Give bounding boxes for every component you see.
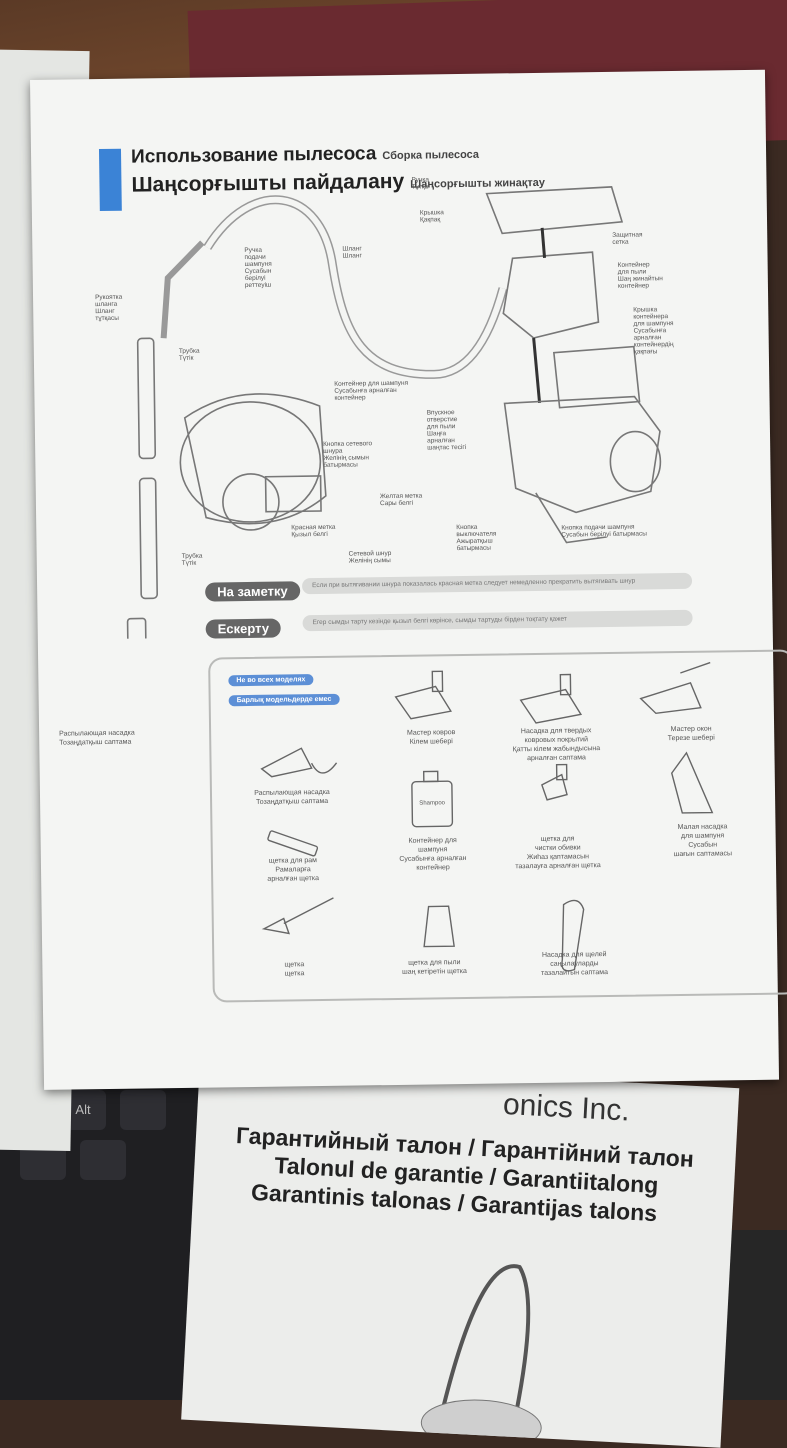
accessory-label: Распылающая насадка Тозаңдатқыш саптама: [254, 788, 330, 806]
accessories-box: Не во всех моделях Барлық модельдерде ем…: [208, 649, 787, 1003]
label-cord: Сетевой шнур Желінің сымы: [348, 550, 392, 565]
warranty-page: onics Inc. Гарантийный талон / Гарантійн…: [181, 1060, 740, 1448]
keyboard-key: [120, 1090, 166, 1130]
label-hose: Шланг Шланг: [342, 245, 362, 260]
label-shampoo-cover: Крышка контейнера для шампуня Сусабынға …: [633, 306, 674, 356]
accessory-label: щетка для чистки обивки Жиһаз қаптамасын…: [515, 835, 601, 871]
label-shampoo-button: Кнопка подачи шампуня Сусабын берілуі ба…: [561, 523, 647, 539]
warning-pill: Ескерту: [205, 618, 282, 639]
label-lid: Крышка Қақпақ: [419, 209, 444, 224]
accessory-label: Контейнер для шампуня Сусабынға арналған…: [399, 837, 467, 872]
vacuum-illustration: [420, 1264, 542, 1448]
label-filter-cover: Защитная сетка: [612, 231, 643, 246]
label-shampoo-container: Контейнер для шампуня Сусабынға арналған…: [334, 379, 409, 402]
label-release-button: Кнопка выключателя Ажыратқыш батырмасы: [456, 523, 497, 553]
accessory-label: щетка для пыли шаң кетіретін щетка: [402, 959, 467, 976]
accessory-label: Насадка для щелей саңылауларды тазалайты…: [541, 951, 609, 977]
label-spray-nozzle: Распылающая насадка Тозаңдатқыш саптама: [59, 729, 135, 747]
accessory-label: Насадка для твердых ковровых покрытий Қа…: [512, 727, 601, 763]
brand-fragment: onics Inc.: [502, 1087, 631, 1128]
label-indicator: Желтая метка Сары белгі: [379, 492, 423, 508]
label-power-button: Кнопка сетевого шнура Желінің сымын баты…: [323, 440, 373, 469]
accessory-label: Мастер окон Терезе шебері: [667, 725, 715, 743]
accessory-drawings: [260, 661, 714, 972]
note-pill: На заметку: [205, 581, 300, 602]
label-suction-regulator: Ручка подачи шампуня Сусабын берілуі рет…: [244, 246, 272, 290]
label-tube-top: Трубка Түтік: [178, 347, 200, 362]
label-red-mark: Красная метка Қызыл белгі: [291, 523, 336, 539]
accessory-label: щетка для рам Рамаларға арналған щетка: [267, 857, 319, 883]
label-tube-bottom: Трубка Түтік: [181, 552, 203, 567]
accessory-label: Малая насадка для шампуня Сусабын шағын …: [673, 823, 733, 859]
accessory-label: Мастер ковров Кілем шебері: [406, 729, 456, 746]
label-dust-container: Контейнер для пыли Шаң жинайтын контейне…: [617, 261, 663, 290]
label-handle: Ручка Тұтқа: [411, 176, 430, 191]
keyboard-key: [80, 1140, 126, 1180]
label-hose-handle: Рукоятка шланга Шланг тұтқасы: [94, 293, 123, 323]
vacuum-assembly-diagram: [126, 186, 662, 640]
accessory-label: щетка щетка: [284, 961, 305, 978]
label-inlet: Впускное отверстие для пыли Шаңға арналғ…: [426, 409, 467, 452]
